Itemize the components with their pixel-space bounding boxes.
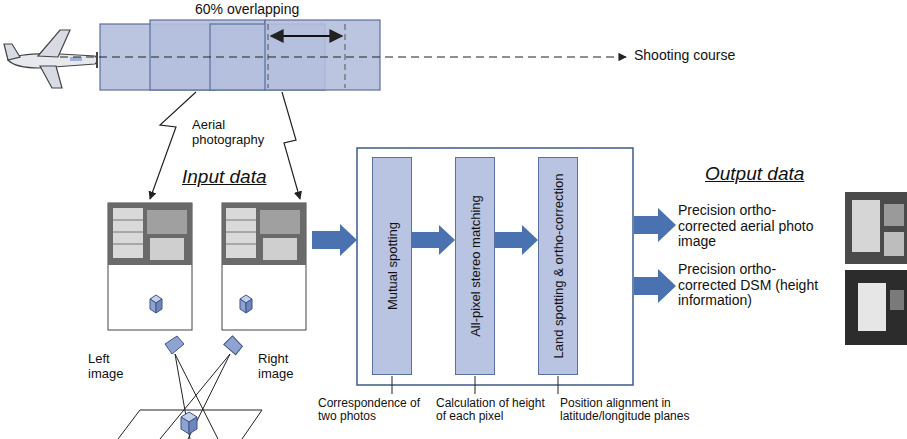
output-arrow <box>634 208 676 242</box>
process-box: Land spotting & ortho-correction <box>538 157 578 375</box>
ground-cube <box>181 412 197 434</box>
overlap-mark <box>268 24 269 88</box>
capture-label: Aerial photography <box>192 118 277 147</box>
ground-plane <box>118 410 262 439</box>
output-label: Precision ortho-corrected aerial photo i… <box>678 203 828 250</box>
capture-arrow <box>282 92 300 199</box>
dsm-thumbnail <box>845 270 907 345</box>
step-note: Position alignment in latitude/longitude… <box>560 397 710 424</box>
process-text: Land spotting & ortho-correction <box>551 174 566 359</box>
flow-arrow <box>495 225 538 255</box>
flow-arrow <box>412 225 455 255</box>
leader-line <box>392 376 558 394</box>
input-arrow <box>312 224 357 256</box>
sight-lines <box>160 354 230 439</box>
process-frame <box>357 148 633 385</box>
section-heading: Input data <box>182 166 292 187</box>
image-label: Right image <box>258 352 303 381</box>
camera <box>165 335 244 357</box>
course-label: Shooting course <box>634 48 774 64</box>
process-box: All-pixel stereo matching <box>455 157 495 375</box>
step-note: Correspondence of two photos <box>318 397 430 424</box>
output-label: Precision ortho-corrected DSM (height in… <box>678 262 828 309</box>
section-heading: Output data <box>705 163 825 184</box>
airplane <box>4 30 98 88</box>
overlap-label: 60% overlapping <box>195 2 345 18</box>
overlap-mark <box>345 24 346 88</box>
ortho-photo-thumbnail <box>845 192 907 264</box>
process-text: Mutual spotting <box>385 222 400 310</box>
image-label: Left image <box>88 352 130 381</box>
photo-frames <box>100 20 380 90</box>
shooting-course-line <box>60 56 626 57</box>
step-note: Calculation of height of each pixel <box>436 397 554 424</box>
right-photo <box>222 203 306 330</box>
process-box: Mutual spotting <box>372 157 412 375</box>
process-text: All-pixel stereo matching <box>468 195 483 337</box>
left-photo <box>108 203 192 330</box>
output-arrow <box>634 269 676 303</box>
overlap-arrow <box>271 35 342 37</box>
